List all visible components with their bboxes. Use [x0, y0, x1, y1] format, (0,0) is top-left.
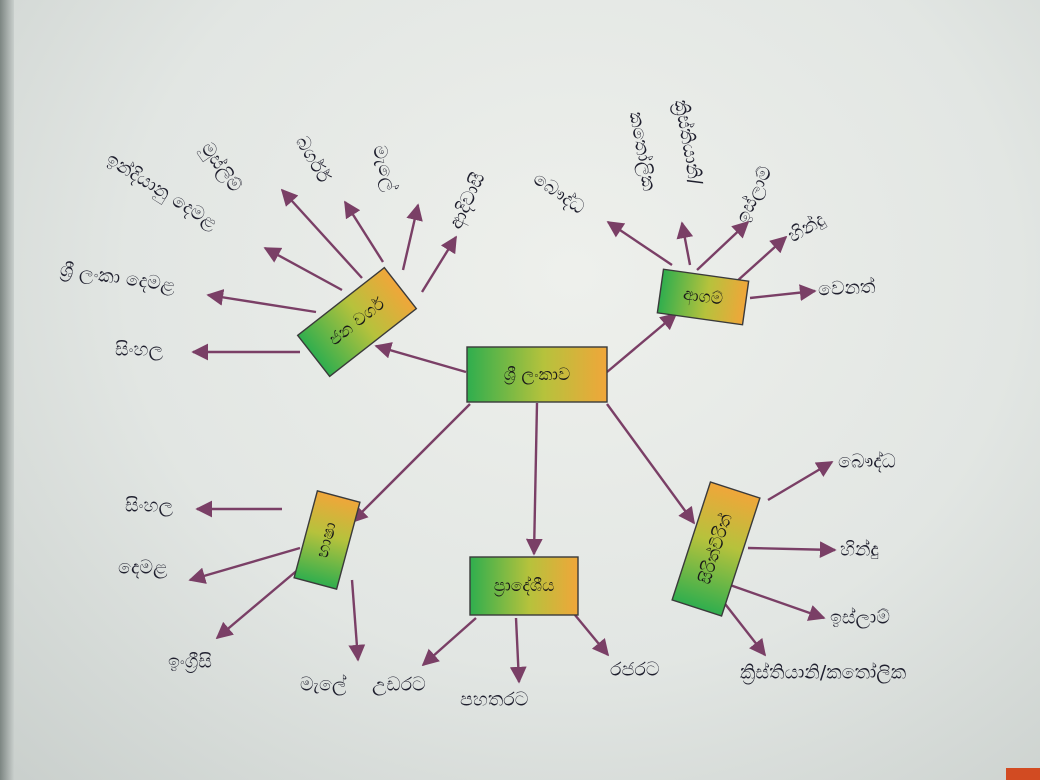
- arrow-center-to-culture: [606, 403, 695, 525]
- arrow-races-sl-tamil: [206, 289, 317, 314]
- arrow-religions-other: [749, 284, 817, 301]
- branch-node-regions: ප්‍රාදේශීය: [469, 556, 579, 616]
- leaf-culture-islam: ඉස්ලාම්: [830, 606, 890, 628]
- connector-arrows: [188, 188, 837, 684]
- arrow-regions-udarata: [421, 617, 477, 667]
- leaf-languages-english: ඉංග්‍රීසි: [168, 651, 212, 673]
- arrow-center-to-languages: [350, 403, 471, 524]
- leaf-races-sl-tamil: ශ්‍රී ලංකා දෙමළ: [59, 259, 178, 297]
- arrow-regions-pahatharata: [509, 617, 527, 684]
- leaf-regions-udarata: උඩරට: [372, 674, 426, 696]
- arrow-culture-christian: [721, 599, 767, 657]
- leaf-languages-malay: මැලේ: [300, 673, 347, 695]
- arrow-culture-hindu: [747, 541, 837, 559]
- branch-node-languages: භාෂා: [293, 489, 361, 591]
- arrow-races-muslim: [280, 188, 363, 279]
- center-label: ශ්‍රී ලංකාව: [504, 365, 570, 385]
- leaf-races-burgher: බර්ගර්: [291, 132, 335, 187]
- leaf-regions-pahatharata: පහතරට: [460, 689, 528, 711]
- arrow-races-indian-tamil: [263, 246, 343, 292]
- leaf-religions-islam: ඉස්ලාම්: [731, 163, 776, 227]
- arrow-religions-buddhist: [606, 221, 673, 266]
- arrow-culture-islam: [729, 583, 826, 621]
- branch-box-regions: [469, 556, 579, 616]
- arrow-religions-christian: [696, 220, 750, 271]
- leaf-languages-tamil: දෙමළ: [118, 557, 168, 579]
- leaf-languages-sinhala: සිංහල: [125, 495, 173, 517]
- arrow-religions-hindu: [735, 235, 788, 283]
- leaf-religions-other: වෙනත්: [817, 275, 876, 300]
- leaf-races-sinhala: සිංහල: [115, 339, 163, 361]
- arrow-culture-buddhist: [767, 460, 834, 502]
- leaf-culture-buddhist: බෞද්ධ: [838, 450, 896, 472]
- leaf-races-malay: මැලේ: [368, 143, 402, 194]
- center-box: [466, 346, 608, 403]
- arrow-races-burgher: [343, 200, 385, 263]
- arrow-religions-catholic: [676, 221, 694, 266]
- leaf-culture-christian-catholic: ක්‍රිස්තියානි/කතෝලික: [740, 661, 906, 684]
- leaf-races-adivasi: ආදිවාසී: [445, 169, 491, 233]
- arrow-center-to-races: [374, 342, 467, 374]
- center-node: ශ්‍රී ලංකාව: [466, 346, 608, 403]
- corner-color-tab: [1006, 768, 1040, 780]
- branch-box-culture: [671, 481, 761, 617]
- arrow-center-to-religions: [606, 312, 678, 373]
- leaf-religions-catholic: කතෝලික: [625, 110, 661, 193]
- leaf-races-muslim: මුස්ලිම්: [195, 138, 246, 197]
- branch-node-culture: සිරිත්විරිත්: [671, 481, 761, 617]
- branch-label-regions: ප්‍රාදේශීය: [494, 576, 555, 596]
- leaf-religions-hindu: හින්දු: [784, 208, 829, 247]
- branch-box-religions: [656, 268, 750, 326]
- arrow-center-to-regions: [525, 402, 543, 556]
- arrow-languages-english: [215, 567, 301, 640]
- leaf-religions-christian: ක්‍රිස්තියානි/: [669, 98, 706, 187]
- leaf-culture-hindu: හින්දු: [840, 538, 879, 560]
- arrow-regions-rajarata: [574, 614, 610, 657]
- branch-box-languages: [293, 489, 361, 591]
- leaf-regions-rajarata: රජරට: [610, 659, 659, 681]
- arrow-races-malay: [401, 203, 423, 271]
- arrow-languages-tamil: [188, 546, 301, 584]
- branch-node-religions: ආගම්: [656, 268, 750, 326]
- leaf-religions-buddhist: බෞද්ධ: [529, 167, 589, 218]
- branch-box-races: [296, 266, 418, 378]
- arrow-races-adivasi: [420, 235, 458, 293]
- page-edge-shadow: [0, 0, 14, 780]
- branch-node-races: ජන වර්ග: [296, 266, 418, 378]
- arrow-languages-malay: [348, 579, 366, 662]
